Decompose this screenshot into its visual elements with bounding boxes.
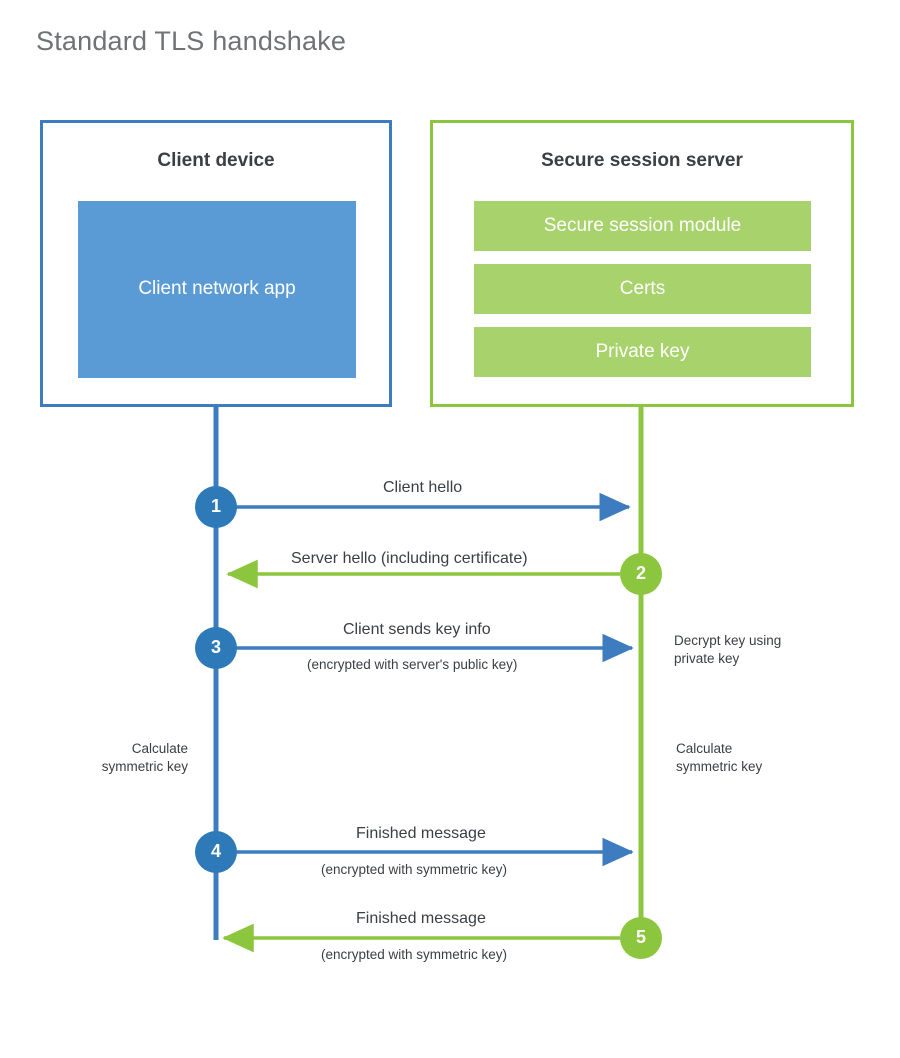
- client-device-box: Client device Client network app: [40, 120, 392, 407]
- private-key-block: Private key: [474, 327, 811, 377]
- message-label-5: Finished message: [356, 910, 486, 927]
- server-decrypt-note: Decrypt key using private key: [674, 632, 854, 668]
- server-decrypt-note-line-2: private key: [674, 651, 740, 667]
- client-network-app-block: Client network app: [78, 201, 356, 378]
- server-calculate-key-note: Calculate symmetric key: [676, 740, 856, 776]
- secure-session-server-title: Secure session server: [541, 150, 743, 171]
- server-decrypt-note-line-1: Decrypt key using: [674, 633, 782, 648]
- message-sublabel-4: (encrypted with symmetric key): [321, 862, 508, 877]
- message-sublabel-5: (encrypted with symmetric key): [321, 947, 508, 962]
- server-calculate-key-line-2: symmetric key: [676, 759, 763, 775]
- step-circle-3: [195, 627, 237, 669]
- secure-session-server-box: Secure session server Secure session mod…: [430, 120, 854, 407]
- step-circle-2: [620, 553, 662, 595]
- step-circle-4: [195, 831, 237, 873]
- client-device-title: Client device: [157, 150, 275, 171]
- step-number-2: 2: [635, 563, 646, 583]
- client-calculate-key-line-2: symmetric key: [101, 759, 188, 775]
- message-sublabel-3: (encrypted with server's public key): [307, 657, 518, 672]
- message-label-4: Finished message: [356, 825, 486, 842]
- certs-block: Certs: [474, 264, 811, 314]
- message-label-2: Server hello (including certificate): [291, 550, 528, 567]
- secure-session-module-block: Secure session module: [474, 201, 811, 251]
- page-title: Standard TLS handshake: [36, 26, 347, 56]
- step-circle-1: [195, 486, 237, 528]
- message-label-1: Client hello: [383, 479, 463, 496]
- server-calculate-key-line-1: Calculate: [676, 741, 733, 756]
- step-number-1: 1: [210, 496, 221, 516]
- step-number-3: 3: [210, 637, 221, 657]
- client-calculate-key-line-1: Calculate: [131, 741, 188, 756]
- step-circle-5: [620, 917, 662, 959]
- step-number-5: 5: [635, 927, 646, 947]
- step-number-4: 4: [210, 841, 221, 861]
- client-calculate-key-note: Calculate symmetric key: [30, 740, 188, 776]
- message-label-3: Client sends key info: [343, 621, 491, 638]
